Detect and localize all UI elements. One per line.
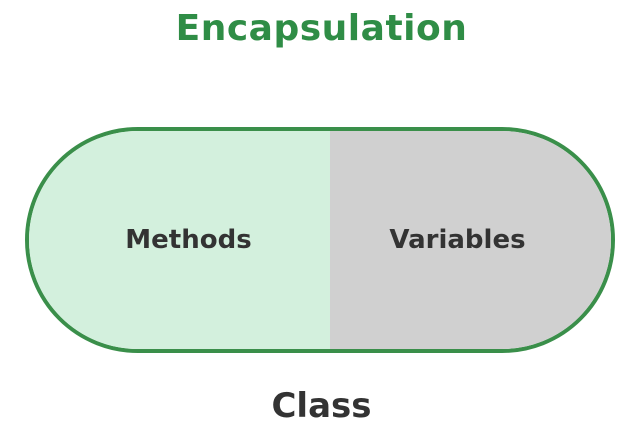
class-caption: Class <box>271 386 372 426</box>
diagram-title: Encapsulation <box>175 8 468 49</box>
variables-section: Variables <box>330 131 611 349</box>
methods-label: Methods <box>125 225 252 255</box>
methods-section: Methods <box>29 131 330 349</box>
class-capsule: Methods Variables <box>25 127 615 353</box>
variables-label: Variables <box>389 225 526 255</box>
